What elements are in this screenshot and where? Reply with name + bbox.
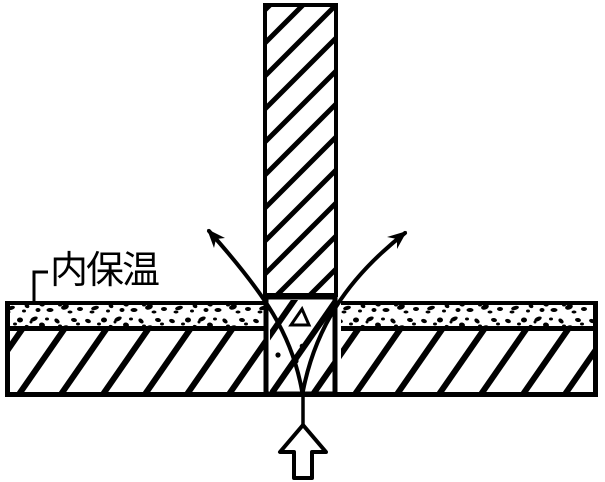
heat-flow-right-arrowhead [387,231,407,249]
insulation-label: 内保温 [50,248,160,292]
heat-source-arrow [278,390,328,480]
heat-flow-left-shaft [207,229,304,393]
label-leader-line [32,270,48,305]
slab-left-edge [5,301,10,397]
heat-flow-right-shaft [301,231,407,393]
insulation-stipple-left [10,305,264,326]
concrete-triangle-symbol [288,305,312,327]
hollow-up-arrow [278,423,328,480]
wall-section [263,3,338,297]
heat-flow-left-arrowhead [207,229,225,248]
slab-right-edge [593,301,598,397]
insulation-stipple-right [341,305,593,326]
heat-flow-arrow-right [301,231,407,393]
insulation-borders [5,301,598,331]
wall-hatching [267,7,334,295]
insulation-layer [5,301,598,331]
heat-flow-arrow-left [207,229,304,393]
